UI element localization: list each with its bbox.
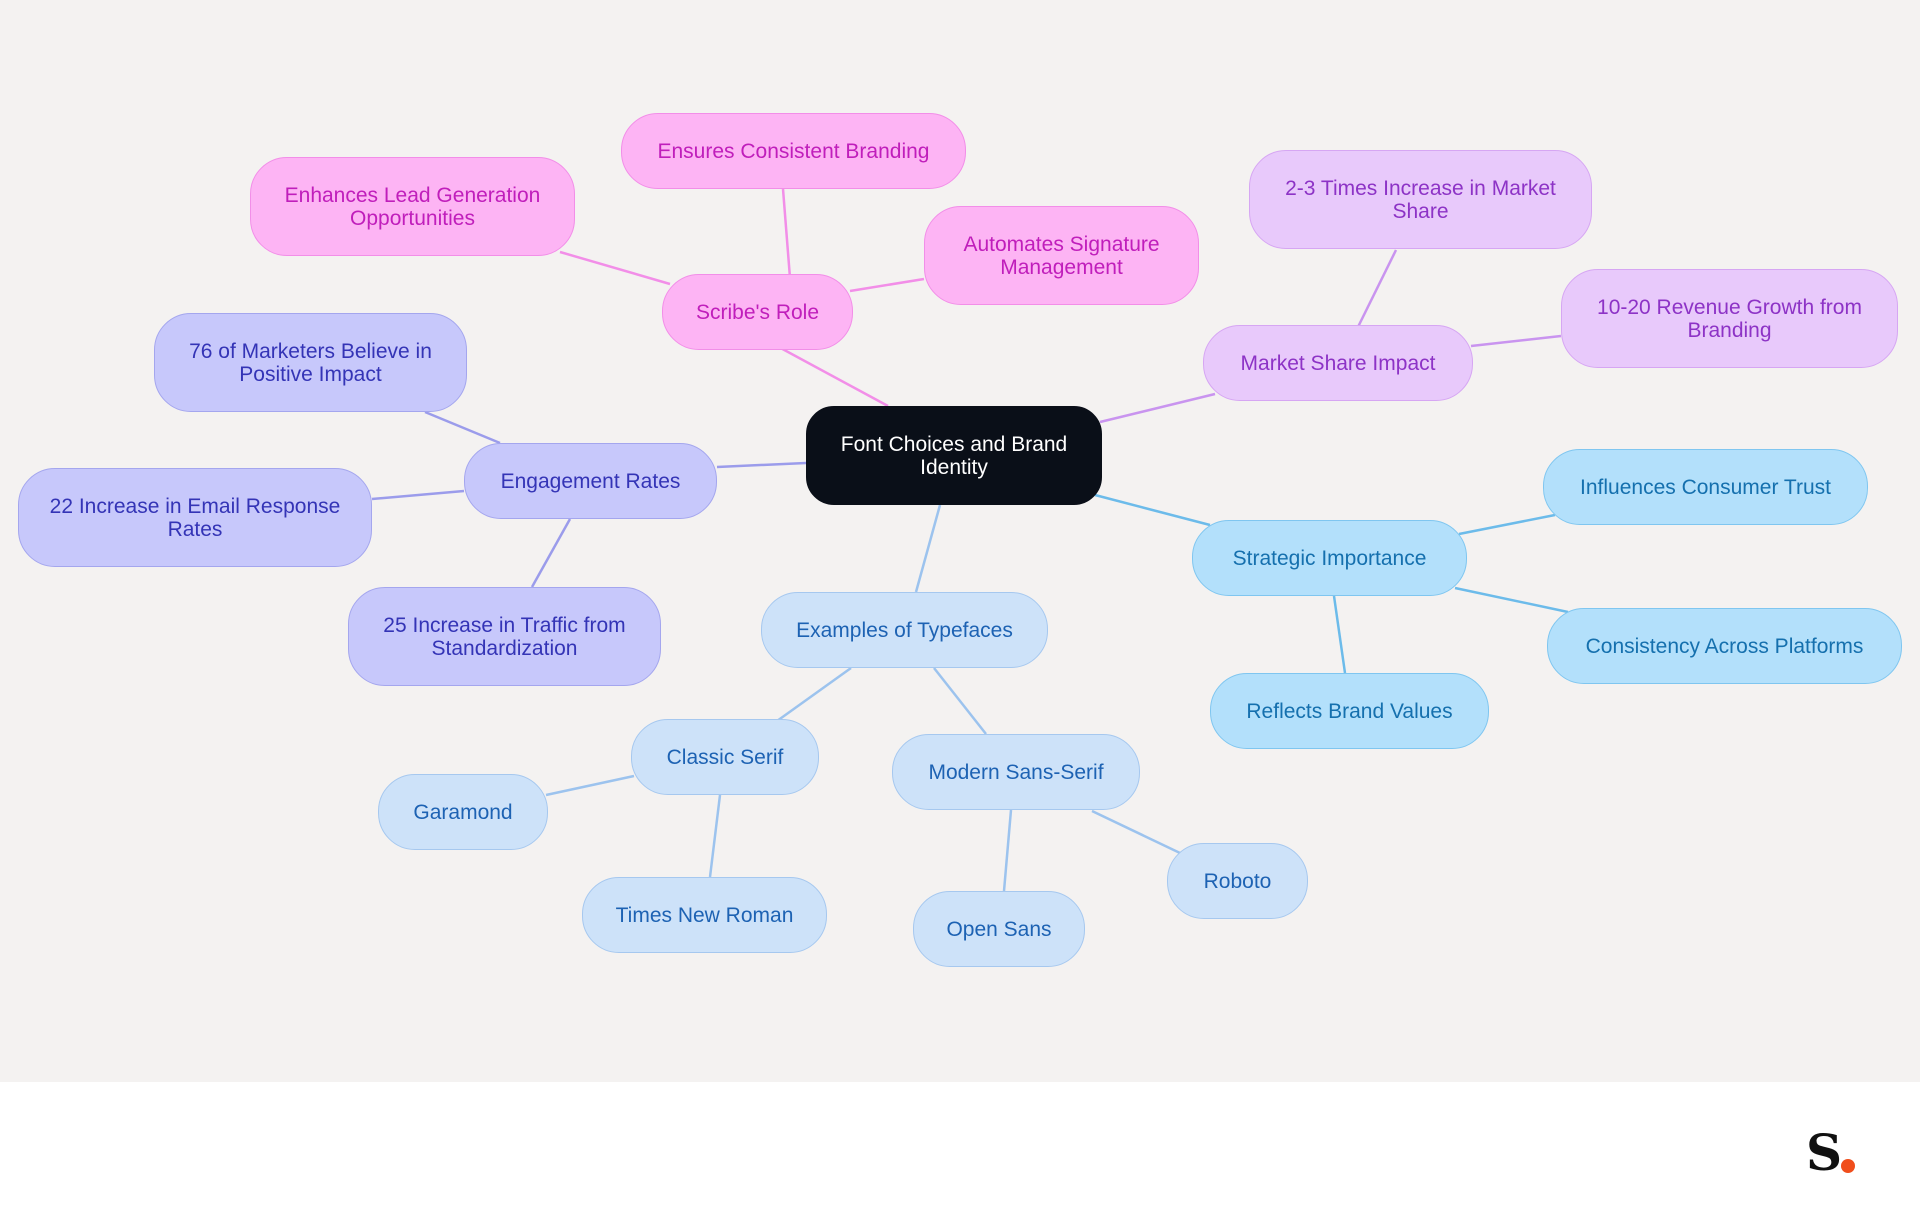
mind-map-connectors (371, 188, 1569, 892)
node-modern-sans-serif: Modern Sans-Serif (892, 734, 1140, 810)
connector-line (1094, 493, 1211, 527)
connector-line (1332, 595, 1347, 674)
connector-line (1454, 586, 1569, 614)
connector-line (424, 410, 501, 445)
connector-line (776, 666, 852, 723)
branch-strategic-importance: Strategic Importance (1192, 520, 1467, 596)
connector-line (371, 489, 465, 501)
logo-letter: S (1806, 1123, 1843, 1182)
connector-line (1355, 249, 1398, 330)
leaf-marketers-believe: 76 of Marketers Believe in Positive Impa… (154, 313, 467, 412)
node-classic-serif: Classic Serif (631, 719, 819, 795)
mind-map-canvas: Font Choices and Brand Identity Scribe's… (0, 0, 1920, 1082)
connector-line (545, 774, 635, 797)
leaf-enhances-lead-generation: Enhances Lead Generation Opportunities (250, 157, 575, 256)
leaf-reflects-brand-values: Reflects Brand Values (1210, 673, 1489, 749)
leaf-open-sans: Open Sans (913, 891, 1085, 967)
connector-line (849, 277, 925, 293)
leaf-email-response-rates: 22 Increase in Email Response Rates (18, 468, 372, 567)
branch-examples-of-typefaces: Examples of Typefaces (761, 592, 1048, 668)
leaf-garamond: Garamond (378, 774, 548, 850)
connector-line (708, 794, 722, 878)
connector-line (1458, 513, 1556, 536)
connector-line (933, 667, 987, 735)
connector-line (1470, 334, 1562, 348)
connector-line (1002, 809, 1013, 892)
connector-line (781, 188, 792, 279)
connector-line (1099, 392, 1216, 424)
leaf-ensures-consistent-branding: Ensures Consistent Branding (621, 113, 966, 189)
leaf-times-new-roman: Times New Roman (582, 877, 827, 953)
leaf-influences-consumer-trust: Influences Consumer Trust (1543, 449, 1868, 525)
leaf-traffic-increase: 25 Increase in Traffic from Standardizat… (348, 587, 661, 686)
branch-market-share-impact: Market Share Impact (1203, 325, 1473, 401)
leaf-market-share-increase: 2-3 Times Increase in Market Share (1249, 150, 1592, 249)
root-node: Font Choices and Brand Identity (806, 406, 1102, 505)
branch-engagement-rates: Engagement Rates (464, 443, 717, 519)
leaf-roboto: Roboto (1167, 843, 1308, 919)
connector-line (914, 504, 942, 593)
scribe-logo-icon: S (1806, 1128, 1866, 1178)
connector-line (1091, 809, 1181, 855)
connector-line (716, 461, 807, 469)
leaf-revenue-growth: 10-20 Revenue Growth from Branding (1561, 269, 1898, 368)
branch-scribes-role: Scribe's Role (662, 274, 853, 350)
leaf-consistency-across-platforms: Consistency Across Platforms (1547, 608, 1902, 684)
leaf-automates-signature-management: Automates Signature Management (924, 206, 1199, 305)
logo-dot (1841, 1159, 1855, 1173)
connector-line (530, 518, 572, 588)
connector-line (559, 250, 671, 286)
